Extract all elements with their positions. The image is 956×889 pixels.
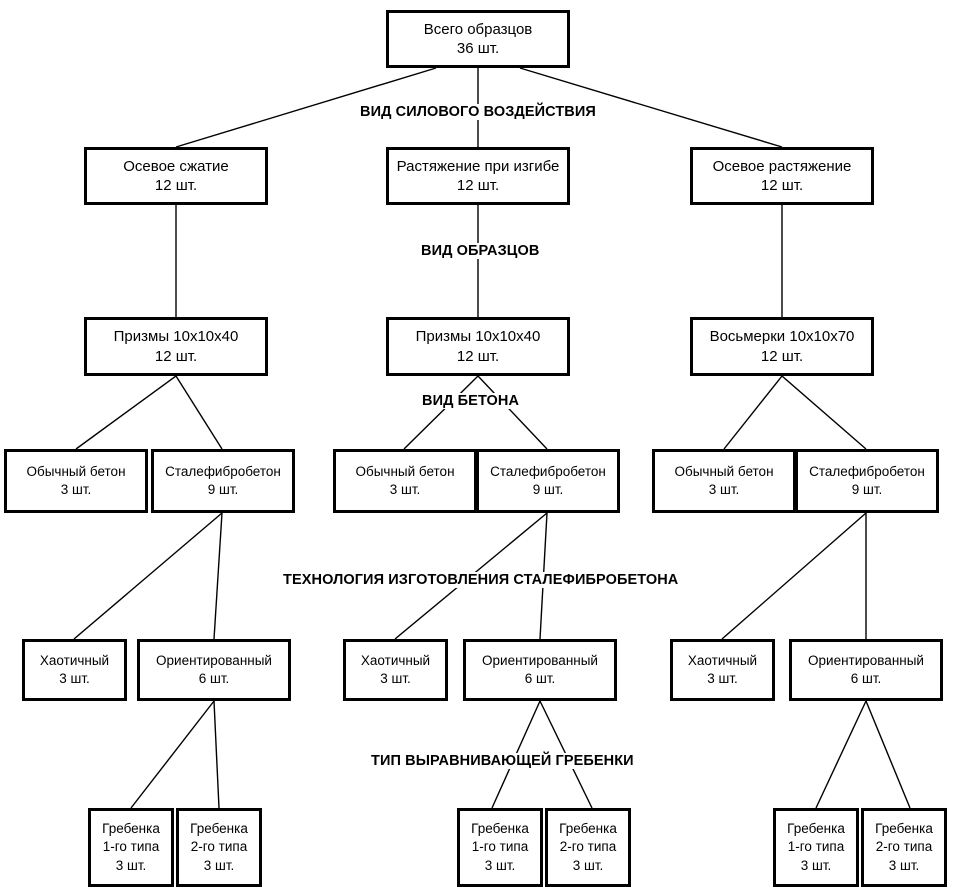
node-type: 2-го типа xyxy=(190,839,248,855)
edge-prisms1-to-ordinary xyxy=(75,375,177,450)
node-count: 12 шт. xyxy=(154,177,198,194)
edge-eights-to-fiber xyxy=(781,375,867,450)
node-chaotic-3: Хаотичный 3 шт. xyxy=(670,639,775,701)
node-count: 3 шт. xyxy=(484,857,516,873)
edge-prisms2-to-fiber xyxy=(477,375,548,450)
node-type: 1-го типа xyxy=(102,839,160,855)
node-comb-type1-col3: Гребенка 1-го типа 3 шт. xyxy=(773,808,859,887)
node-ordinary-concrete-1: Обычный бетон 3 шт. xyxy=(4,449,148,513)
node-total-samples: Всего образцов 36 шт. xyxy=(386,10,570,68)
node-count: 3 шт. xyxy=(572,857,604,873)
node-type: 1-го типа xyxy=(471,839,529,855)
node-label: Гребенка xyxy=(787,821,845,837)
node-label: Ориентированный xyxy=(156,652,272,668)
node-comb-type2-col3: Гребенка 2-го типа 3 шт. xyxy=(861,808,947,887)
edge-fiber1-to-chaotic xyxy=(73,512,223,640)
node-count: 3 шт. xyxy=(203,857,235,873)
node-count: 6 шт. xyxy=(198,671,230,686)
node-oriented-3: Ориентированный 6 шт. xyxy=(789,639,943,701)
node-count: 12 шт. xyxy=(456,347,500,365)
node-count: 6 шт. xyxy=(524,671,556,686)
node-label: Обычный бетон xyxy=(26,463,126,479)
node-count: 9 шт. xyxy=(532,482,564,497)
node-comb-type2-col2: Гребенка 2-го типа 3 шт. xyxy=(545,808,631,887)
edge-oriented1-to-comb1 xyxy=(130,700,215,809)
node-count: 3 шт. xyxy=(389,482,421,497)
node-count: 3 шт. xyxy=(60,482,92,497)
node-label: Гребенка xyxy=(875,821,933,837)
edge-fiber3-to-chaotic xyxy=(721,512,867,640)
node-label: Хаотичный xyxy=(687,652,758,668)
node-label: Растяжение при изгибе xyxy=(396,157,560,175)
node-label: Призмы 10x10x40 xyxy=(113,328,239,345)
node-label: Ориентированный xyxy=(808,652,924,668)
node-label: Сталефибробетон xyxy=(165,463,281,479)
node-bending-tension: Растяжение при изгибе 12 шт. xyxy=(386,147,570,205)
node-axial-compression: Осевое сжатие 12 шт. xyxy=(84,147,268,205)
node-type: 2-го типа xyxy=(559,839,617,855)
stage-label-concrete-type: ВИД БЕТОНА xyxy=(419,393,523,409)
node-chaotic-1: Хаотичный 3 шт. xyxy=(22,639,127,701)
stage-label-fiber-technology: ТЕХНОЛОГИЯ ИЗГОТОВЛЕНИЯ СТАЛЕФИБРОБЕТОНА xyxy=(280,572,682,588)
node-count: 12 шт. xyxy=(760,177,804,194)
edge-oriented3-to-comb2 xyxy=(865,700,911,809)
node-label: Сталефибробетон xyxy=(809,463,925,479)
node-count: 36 шт. xyxy=(456,40,500,57)
node-chaotic-2: Хаотичный 3 шт. xyxy=(343,639,448,701)
node-oriented-2: Ориентированный 6 шт. xyxy=(463,639,617,701)
node-ordinary-concrete-3: Обычный бетон 3 шт. xyxy=(652,449,796,513)
stage-label-sample-type: ВИД ОБРАЗЦОВ xyxy=(418,243,543,259)
edge-prisms2-to-ordinary xyxy=(403,375,479,450)
node-label: Гребенка xyxy=(102,821,160,837)
node-label: Осевое растяжение xyxy=(712,157,852,175)
node-label: Гребенка xyxy=(471,821,529,837)
node-count: 3 шт. xyxy=(800,857,832,873)
node-label: Обычный бетон xyxy=(674,463,774,479)
node-type: 2-го типа xyxy=(875,839,933,855)
node-fiber-concrete-2: Сталефибробетон 9 шт. xyxy=(476,449,620,513)
node-count: 12 шт. xyxy=(154,347,198,365)
edge-prisms1-to-fiber xyxy=(175,375,223,450)
node-type: 1-го типа xyxy=(787,839,845,855)
stage-label-force-type: ВИД СИЛОВОГО ВОЗДЕЙСТВИЯ xyxy=(357,104,599,120)
node-count: 12 шт. xyxy=(760,347,804,365)
node-fiber-concrete-1: Сталефибробетон 9 шт. xyxy=(151,449,295,513)
edge-oriented1-to-comb2 xyxy=(213,700,220,809)
node-count: 3 шт. xyxy=(708,482,740,497)
node-axial-tension: Осевое растяжение 12 шт. xyxy=(690,147,874,205)
node-comb-type1-col2: Гребенка 1-го типа 3 шт. xyxy=(457,808,543,887)
node-label: Хаотичный xyxy=(360,652,431,668)
node-count: 12 шт. xyxy=(456,177,500,194)
node-count: 6 шт. xyxy=(850,671,882,686)
node-label: Ориентированный xyxy=(482,652,598,668)
node-fiber-concrete-3: Сталефибробетон 9 шт. xyxy=(795,449,939,513)
node-label: Восьмерки 10x10x70 xyxy=(709,328,855,345)
node-label: Осевое сжатие xyxy=(123,157,229,175)
node-count: 3 шт. xyxy=(888,857,920,873)
node-count: 3 шт. xyxy=(380,671,411,686)
node-label: Обычный бетон xyxy=(355,463,455,479)
node-comb-type1-col1: Гребенка 1-го типа 3 шт. xyxy=(88,808,174,887)
node-label: Гребенка xyxy=(559,821,617,837)
node-count: 3 шт. xyxy=(707,671,738,686)
node-prisms-compression: Призмы 10x10x40 12 шт. xyxy=(84,317,268,376)
node-comb-type2-col1: Гребенка 2-го типа 3 шт. xyxy=(176,808,262,887)
edge-oriented3-to-comb1 xyxy=(815,700,867,809)
node-count: 9 шт. xyxy=(851,482,883,497)
node-label: Сталефибробетон xyxy=(490,463,606,479)
node-ordinary-concrete-2: Обычный бетон 3 шт. xyxy=(333,449,477,513)
node-label: Призмы 10x10x40 xyxy=(415,328,541,345)
node-eights-tension: Восьмерки 10x10x70 12 шт. xyxy=(690,317,874,376)
node-prisms-bending: Призмы 10x10x40 12 шт. xyxy=(386,317,570,376)
edge-fiber1-to-oriented xyxy=(213,512,223,640)
node-count: 9 шт. xyxy=(207,482,239,497)
node-count: 3 шт. xyxy=(115,857,147,873)
edge-eights-to-ordinary xyxy=(723,375,783,450)
node-label: Хаотичный xyxy=(39,652,110,668)
stage-label-comb-type: ТИП ВЫРАВНИВАЮЩЕЙ ГРЕБЕНКИ xyxy=(368,753,637,769)
node-label: Гребенка xyxy=(190,821,248,837)
node-count: 3 шт. xyxy=(59,671,90,686)
node-oriented-1: Ориентированный 6 шт. xyxy=(137,639,291,701)
node-label: Всего образцов xyxy=(423,20,533,38)
